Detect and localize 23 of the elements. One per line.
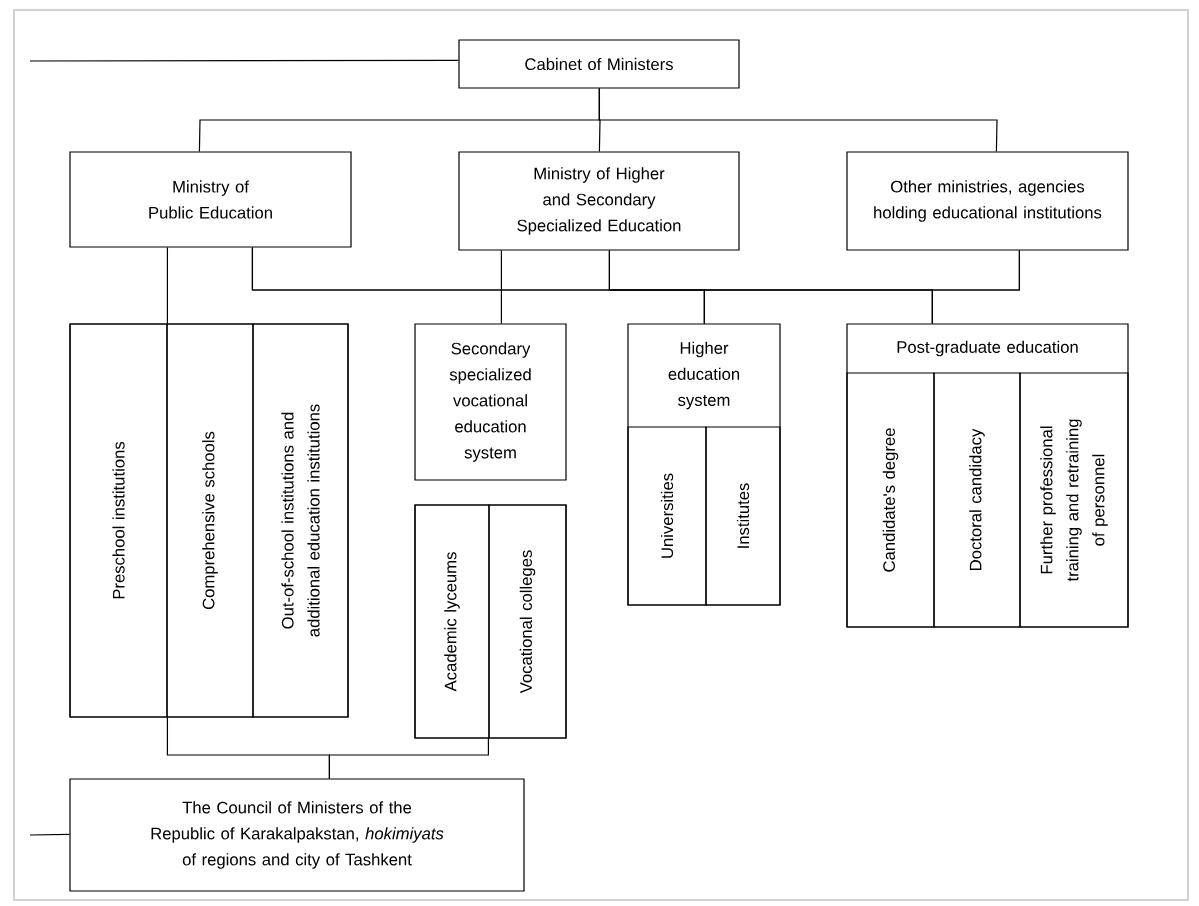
org-box: Cabinet of Ministers <box>458 39 740 89</box>
org-box: Ministry of Higher and Secondary Specialized Education <box>458 151 740 251</box>
connector-line <box>166 247 168 324</box>
column-cell: Doctoral candidacy <box>933 372 1021 628</box>
org-box: Other ministries, agencies holding educational institutions <box>846 151 1129 251</box>
column-cell: Comprehensive schools <box>166 323 254 718</box>
connector-line <box>931 250 1020 324</box>
connector-line <box>29 833 70 836</box>
connector-line <box>29 59 459 62</box>
org-box: Secondary specialized vocational education system <box>414 323 567 481</box>
org-box: Ministry of Public Education <box>69 151 352 248</box>
column-cell: Academic lyceums <box>414 504 490 739</box>
column-cell: Vocational colleges <box>488 504 567 739</box>
column-cell: Out-of-school institutions and additional education institutions <box>252 323 349 718</box>
connector-line <box>500 250 503 324</box>
org-box: The Council of Ministers of the Republic of Karakalpakstan, hokimiyats of regions and city of Tashkent <box>69 778 525 892</box>
column-cell: Universities <box>627 426 707 606</box>
column-cell: Preschool institutions <box>69 323 168 718</box>
connector-line <box>328 738 490 779</box>
connector-line <box>598 88 998 152</box>
column-cell: Further professional training and retraining of personnel <box>1019 372 1129 628</box>
column-cell: Institutes <box>705 426 781 606</box>
column-cell: Candidate's degree <box>846 372 935 628</box>
